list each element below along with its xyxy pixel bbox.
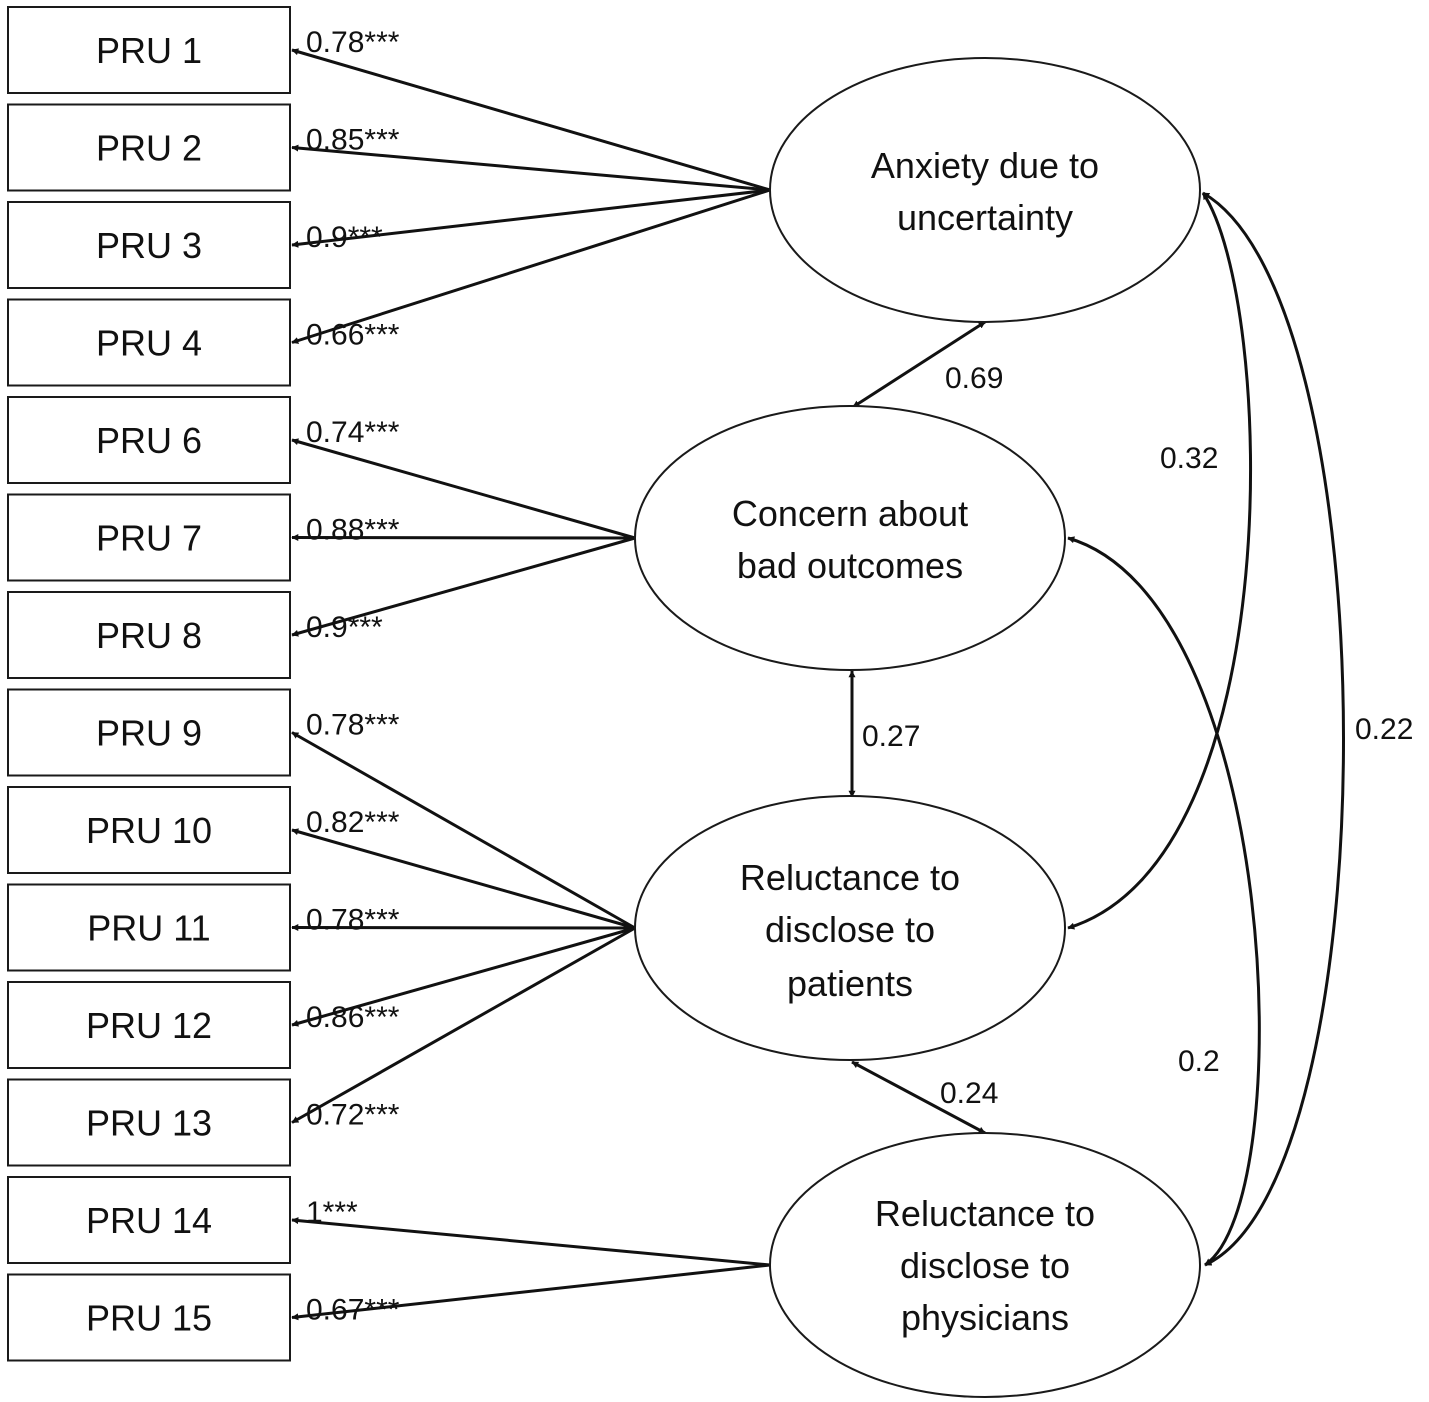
correlation-value: 0.69 <box>945 362 1003 395</box>
loading-path <box>291 188 771 248</box>
indicator-box <box>7 981 291 1069</box>
correlation-path <box>851 1060 986 1135</box>
indicator-label: PRU 9 <box>96 713 202 754</box>
indicator-label: PRU 11 <box>87 908 210 949</box>
loading-value: 0.72*** <box>306 1099 400 1132</box>
correlation-value: 0.2 <box>1178 1045 1220 1078</box>
factor-label: Reluctance to <box>740 857 960 898</box>
loading-value: 0.66*** <box>306 319 400 352</box>
indicator-box <box>7 396 291 484</box>
indicator-box <box>7 883 291 972</box>
indicator-box <box>7 1176 291 1264</box>
indicator-label: PRU 7 <box>96 518 202 559</box>
correlation-path <box>1067 536 1261 1267</box>
paths-layer <box>291 48 1345 1321</box>
factor-physicians <box>769 1132 1201 1398</box>
loading-path <box>291 1263 771 1321</box>
loading-value: 0.86*** <box>306 1001 400 1034</box>
indicator-label: PRU 15 <box>86 1298 212 1339</box>
indicator-label: PRU 3 <box>96 225 202 266</box>
loading-path <box>291 48 771 192</box>
factor-label: disclose to <box>900 1245 1070 1286</box>
correlation-value: 0.24 <box>940 1077 998 1110</box>
correlation-value: 0.27 <box>862 720 920 753</box>
indicator-label: PRU 8 <box>96 615 202 656</box>
indicator-box <box>7 201 291 289</box>
loading-value: 0.88*** <box>306 514 400 547</box>
loading-value: 0.78*** <box>306 26 400 59</box>
loading-path <box>291 188 771 344</box>
indicator-label: PRU 10 <box>86 810 212 851</box>
loading-path <box>291 828 636 930</box>
loading-value: 0.85*** <box>306 124 400 157</box>
factor-label: disclose to <box>765 909 935 950</box>
loading-path <box>291 144 771 192</box>
correlation-path <box>852 320 986 409</box>
factor-concern <box>634 405 1066 671</box>
loading-value: 0.67*** <box>306 1294 400 1327</box>
factor-label: Reluctance to <box>875 1193 1095 1234</box>
loading-path <box>291 438 636 540</box>
factor-label: physicians <box>901 1297 1069 1338</box>
indicator-box <box>7 1078 291 1167</box>
loading-value: 1*** <box>306 1196 358 1229</box>
loading-path <box>291 926 636 1027</box>
loading-value: 0.82*** <box>306 806 400 839</box>
indicator-box <box>7 6 291 94</box>
indicator-label: PRU 12 <box>86 1005 212 1046</box>
factor-label: patients <box>787 963 913 1004</box>
indicator-box <box>7 688 291 777</box>
indicator-box <box>7 591 291 679</box>
indicator-box <box>7 298 291 387</box>
indicators-layer: PRU 1 PRU 2 PRU 3 PRU 4 PRU 6 PRU 7 PRU 8 PRU 9… <box>7 6 291 1362</box>
factor-anxiety <box>769 57 1201 323</box>
loading-value: 0.9*** <box>306 611 383 644</box>
indicator-box <box>7 786 291 874</box>
loading-value: 0.74*** <box>306 416 400 449</box>
indicator-label: PRU 2 <box>96 128 202 169</box>
indicator-label: PRU 6 <box>96 420 202 461</box>
loading-path <box>291 534 636 542</box>
correlation-value: 0.32 <box>1160 442 1218 475</box>
loading-path <box>291 731 636 930</box>
factor-patients <box>634 795 1066 1061</box>
factor-label: Concern about <box>732 493 968 534</box>
loading-path <box>291 1217 771 1267</box>
labels-layer: 0.78*** 0.85*** 0.9*** 0.66*** 0.74*** 0.88**… <box>306 26 1413 1327</box>
indicator-label: PRU 4 <box>96 323 202 364</box>
factor-label: bad outcomes <box>737 545 963 586</box>
correlation-path <box>1202 191 1345 1267</box>
indicator-box <box>7 1273 291 1362</box>
indicator-label: PRU 14 <box>86 1200 212 1241</box>
correlation-value: 0.22 <box>1355 713 1413 746</box>
loading-value: 0.78*** <box>306 709 400 742</box>
loading-value: 0.9*** <box>306 221 383 254</box>
loading-path <box>291 536 636 637</box>
loading-path <box>291 926 636 1124</box>
indicator-label: PRU 1 <box>96 30 202 71</box>
loading-path <box>291 924 636 932</box>
indicator-box <box>7 103 291 192</box>
loading-value: 0.78*** <box>306 904 400 937</box>
factor-label: uncertainty <box>897 197 1073 238</box>
indicator-label: PRU 13 <box>86 1103 212 1144</box>
factor-label: Anxiety due to <box>871 145 1099 186</box>
indicator-box <box>7 493 291 582</box>
